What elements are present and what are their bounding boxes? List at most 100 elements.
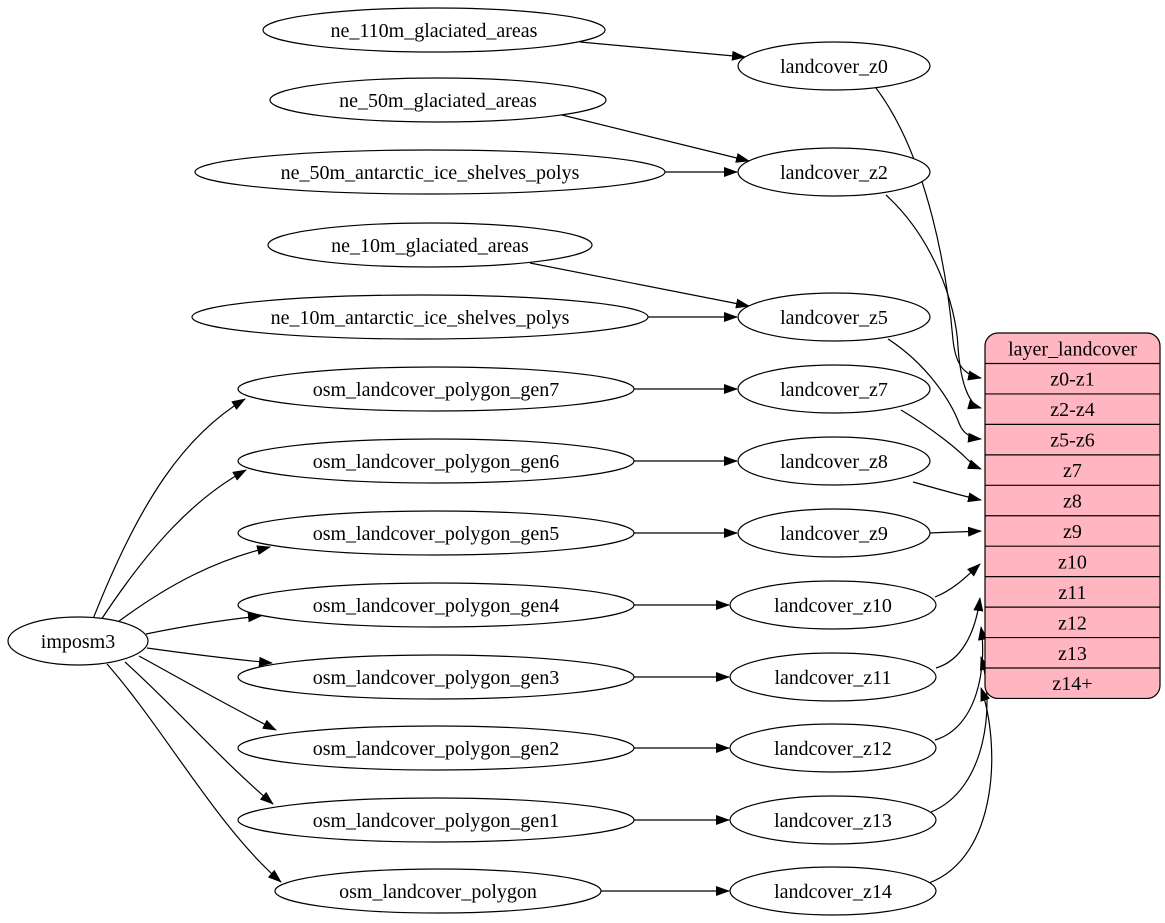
node-landcover_z0: landcover_z0 [737,41,931,91]
landcover_z2-shape [737,147,931,197]
node-landcover_z5: landcover_z5 [737,292,931,342]
landcover_z9-shape [737,508,931,558]
ne_50m_antarctic_ice_shelves_polys-label: ne_50m_antarctic_ice_shelves_polys [281,162,580,184]
layer-table-row-z10: z10 [1058,551,1087,573]
node-landcover_z7: landcover_z7 [737,364,931,414]
landcover_z9-label: landcover_z9 [780,523,888,545]
landcover_z8-label: landcover_z8 [780,451,888,473]
node-osm_landcover_polygon_gen6: osm_landcover_polygon_gen6 [237,438,635,484]
node-landcover_z13: landcover_z13 [729,795,937,845]
osm_landcover_polygon_gen3-label: osm_landcover_polygon_gen3 [313,667,560,689]
node-landcover_z11: landcover_z11 [729,652,937,702]
edge-imposm3--osm_landcover_polygon_gen1 [124,661,274,805]
edge-imposm3--osm_landcover_polygon_gen2 [138,655,277,731]
landcover_z11-shape [729,652,937,702]
osm_landcover_polygon_gen6-shape [237,438,635,484]
landcover_z14-label: landcover_z14 [774,881,892,903]
node-osm_landcover_polygon: osm_landcover_polygon [274,868,602,914]
osm_landcover_polygon_gen7-label: osm_landcover_polygon_gen7 [313,379,560,401]
edge-imposm3--osm_landcover_polygon_gen4 [145,612,262,635]
node-ne_110m_glaciated_areas: ne_110m_glaciated_areas [262,7,606,53]
osm_landcover_polygon_gen3-shape [237,654,635,700]
layer-table-row-z5-z6: z5-z6 [1050,430,1094,452]
edge-imposm3--osm_landcover_polygon_gen5 [109,545,271,629]
node-imposm3: imposm3 [7,616,149,666]
edge-landcover_z13--layer_landcover.z13 [930,656,990,813]
osm_landcover_polygon_gen4-label: osm_landcover_polygon_gen4 [313,595,560,617]
ne_110m_glaciated_areas-shape [262,7,606,53]
osm_landcover_polygon_gen6-label: osm_landcover_polygon_gen6 [313,451,560,473]
edge-landcover_z10--layer_landcover.z10 [934,563,981,598]
ne_10m_antarctic_ice_shelves_polys-shape [191,294,649,340]
layer-table-row-z0-z1: z0-z1 [1050,369,1094,391]
landcover_z11-label: landcover_z11 [775,667,892,689]
layer-table-row-z9: z9 [1063,521,1082,543]
node-ne_50m_antarctic_ice_shelves_polys: ne_50m_antarctic_ice_shelves_polys [194,149,666,195]
edge-imposm3--osm_landcover_polygon_gen7 [92,398,246,620]
node-osm_landcover_polygon_gen4: osm_landcover_polygon_gen4 [237,582,635,628]
node-landcover_z14: landcover_z14 [729,866,937,916]
landcover_z7-label: landcover_z7 [780,379,888,401]
node-layer_landcover: layer_landcover z0-z1 z2-z4 z5-z6 z7 z8 z9 z10 z… [984,332,1161,700]
landcover_z2-label: landcover_z2 [780,162,888,184]
node-landcover_z8: landcover_z8 [737,436,931,486]
node-osm_landcover_polygon_gen5: osm_landcover_polygon_gen5 [237,510,635,556]
node-landcover_z10: landcover_z10 [729,580,937,630]
node-osm_landcover_polygon_gen1: osm_landcover_polygon_gen1 [237,797,635,843]
landcover_z10-label: landcover_z10 [774,595,892,617]
ne_50m_antarctic_ice_shelves_polys-shape [194,149,666,195]
ne_10m_antarctic_ice_shelves_polys-label: ne_10m_antarctic_ice_shelves_polys [271,307,570,329]
edge-imposm3--osm_landcover_polygon_gen6 [98,469,247,624]
landcover_z12-shape [729,723,937,773]
landcover_z13-label: landcover_z13 [774,810,892,832]
osm_landcover_polygon_gen5-shape [237,510,635,556]
osm_landcover_polygon-shape [274,868,602,914]
edge-ne_10m_glaciated_areas--landcover_z5 [529,262,750,309]
edge-landcover_z9--layer_landcover.z9 [929,526,982,537]
layer-table-row-z14+: z14+ [1052,673,1092,695]
osm_landcover_polygon_gen2-shape [237,725,635,771]
edge-landcover_z0--layer_landcover.z0-z1 [875,87,982,381]
layer-table-row-z11: z11 [1058,582,1086,604]
landcover_z7-shape [737,364,931,414]
node-osm_landcover_polygon_gen2: osm_landcover_polygon_gen2 [237,725,635,771]
osm_landcover_polygon_gen1-label: osm_landcover_polygon_gen1 [313,810,560,832]
node-ne_50m_glaciated_areas: ne_50m_glaciated_areas [269,77,607,123]
layer-table-row-z7: z7 [1063,460,1082,482]
edge-landcover_z7--layer_landcover.z7 [900,409,982,470]
edge-landcover_z8--layer_landcover.z8 [912,481,982,503]
osm_landcover_polygon_gen4-shape [237,582,635,628]
layer-table-row-z2-z4: z2-z4 [1050,399,1094,421]
edge-landcover_z12--layer_landcover.z12 [934,626,988,741]
layer-table-row-z8: z8 [1063,491,1082,513]
landcover_z0-shape [737,41,931,91]
osm_landcover_polygon-label: osm_landcover_polygon [339,881,537,903]
osm_landcover_polygon_gen1-shape [237,797,635,843]
edge-landcover_z11--layer_landcover.z11 [935,597,984,669]
edge-ne_50m_glaciated_areas--landcover_z2 [561,114,750,163]
node-landcover_z2: landcover_z2 [737,147,931,197]
landcover_z10-shape [729,580,937,630]
landcover_z13-shape [729,795,937,845]
landcover_z14-shape [729,866,937,916]
edge-landcover_z14--layer_landcover.z14+ [928,687,993,884]
imposm3-label: imposm3 [41,631,115,653]
edge-imposm3--osm_landcover_polygon_gen3 [146,647,273,667]
edge-landcover_z5--layer_landcover.z5-z6 [887,338,982,443]
osm_landcover_polygon_gen5-label: osm_landcover_polygon_gen5 [313,523,560,545]
layer-table-title: layer_landcover [1008,338,1137,360]
node-landcover_z9: landcover_z9 [737,508,931,558]
layer-table-row-z12: z12 [1058,612,1087,634]
ne_10m_glaciated_areas-shape [267,222,593,268]
node-osm_landcover_polygon_gen7: osm_landcover_polygon_gen7 [237,366,635,412]
landcover_z5-shape [737,292,931,342]
landcover_z8-shape [737,436,931,486]
ne_110m_glaciated_areas-label: ne_110m_glaciated_areas [331,20,538,42]
imposm3-shape [7,616,149,666]
node-ne_10m_glaciated_areas: ne_10m_glaciated_areas [267,222,593,268]
edge-imposm3--osm_landcover_polygon [106,663,282,883]
osm_landcover_polygon_gen2-label: osm_landcover_polygon_gen2 [313,738,560,760]
node-landcover_z12: landcover_z12 [729,723,937,773]
node-osm_landcover_polygon_gen3: osm_landcover_polygon_gen3 [237,654,635,700]
